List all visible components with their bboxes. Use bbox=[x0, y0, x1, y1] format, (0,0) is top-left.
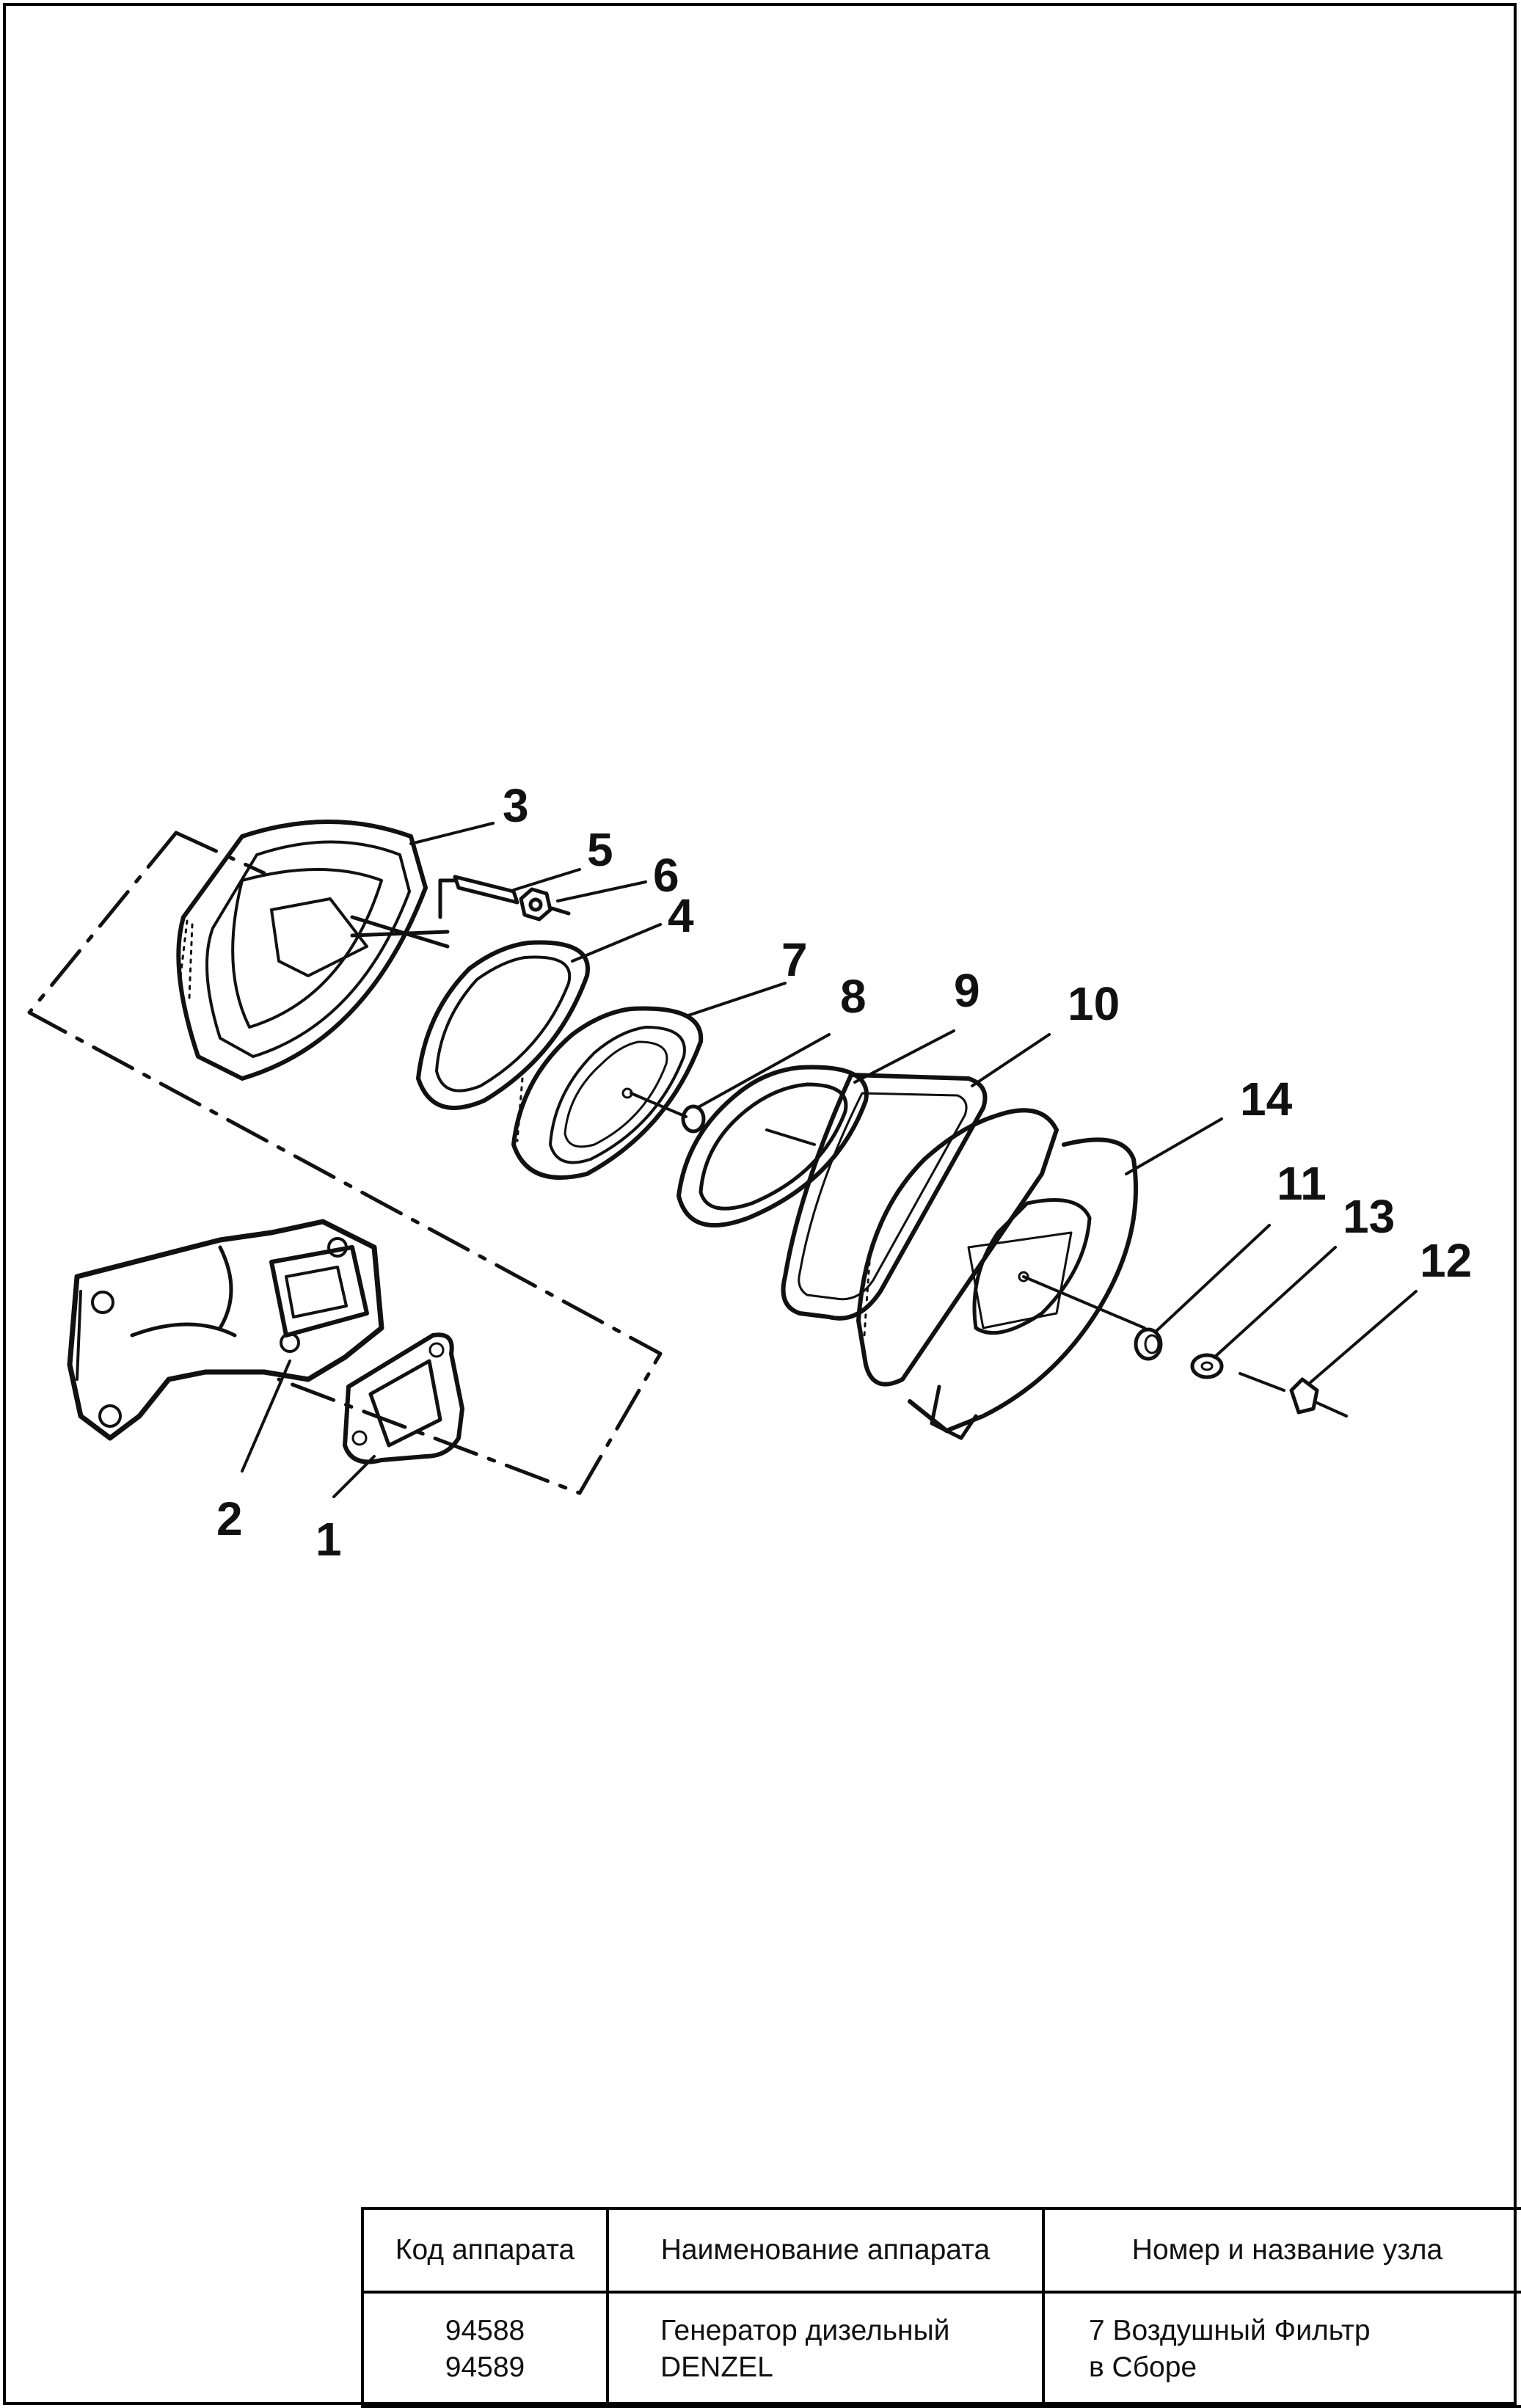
cell-assembly: 7 Воздушный Фильтр в Сборе bbox=[1042, 2291, 1521, 2408]
part-3-filter-base bbox=[176, 820, 450, 1081]
title-block-table: Код аппарата Наименование аппарата Номер… bbox=[361, 2207, 1521, 2408]
leader-lines bbox=[241, 822, 1418, 1498]
device-code-1: 94588 bbox=[445, 2315, 525, 2346]
part-10-frame bbox=[781, 1073, 988, 1321]
part-9-filter-ring bbox=[676, 1065, 869, 1227]
part-13-washer bbox=[1190, 1353, 1224, 1379]
header-device-code: Код аппарата bbox=[361, 2207, 609, 2294]
part-4-gasket bbox=[416, 940, 590, 1110]
part-number-labels: 3 5 6 4 7 8 9 10 14 11 13 12 2 1 bbox=[216, 779, 1472, 1566]
label-part-3: 3 bbox=[503, 779, 529, 832]
header-assembly: Номер и название узла bbox=[1042, 2207, 1521, 2294]
part-8-spacer bbox=[630, 1092, 706, 1134]
part-6-nut bbox=[519, 887, 571, 922]
device-name-line-2: DENZEL bbox=[660, 2352, 773, 2383]
label-part-14: 14 bbox=[1240, 1073, 1293, 1125]
label-part-9: 9 bbox=[954, 964, 980, 1017]
cell-device-name: Генератор дизельный DENZEL bbox=[606, 2291, 1045, 2408]
label-part-12: 12 bbox=[1420, 1234, 1472, 1287]
label-part-13: 13 bbox=[1343, 1190, 1395, 1243]
label-part-5: 5 bbox=[587, 823, 613, 876]
label-part-8: 8 bbox=[840, 970, 867, 1023]
part-14-cover bbox=[856, 1108, 1146, 1440]
label-part-6: 6 bbox=[653, 849, 679, 902]
part-5-stud-bolt bbox=[438, 875, 519, 919]
assembly-line-2: в Сборе bbox=[1089, 2352, 1197, 2383]
part-11-seal bbox=[1134, 1327, 1163, 1361]
label-part-4: 4 bbox=[668, 889, 694, 942]
device-code-2: 94589 bbox=[445, 2352, 525, 2383]
device-name-line-1: Генератор дизельный bbox=[660, 2315, 950, 2346]
part-2-intake-elbow bbox=[67, 1219, 384, 1441]
part-1-gasket bbox=[343, 1332, 464, 1464]
label-part-1: 1 bbox=[315, 1513, 342, 1566]
header-device-name: Наименование аппарата bbox=[606, 2207, 1045, 2294]
label-part-2: 2 bbox=[216, 1492, 243, 1545]
assembly-line-1: 7 Воздушный Фильтр bbox=[1089, 2315, 1371, 2346]
part-12-wing-nut bbox=[1239, 1372, 1348, 1418]
label-part-11: 11 bbox=[1277, 1157, 1327, 1210]
part-7-inner-element bbox=[511, 1006, 704, 1180]
label-part-7: 7 bbox=[781, 933, 808, 986]
cell-device-code: 94588 94589 bbox=[361, 2291, 609, 2408]
label-part-10: 10 bbox=[1068, 977, 1120, 1030]
